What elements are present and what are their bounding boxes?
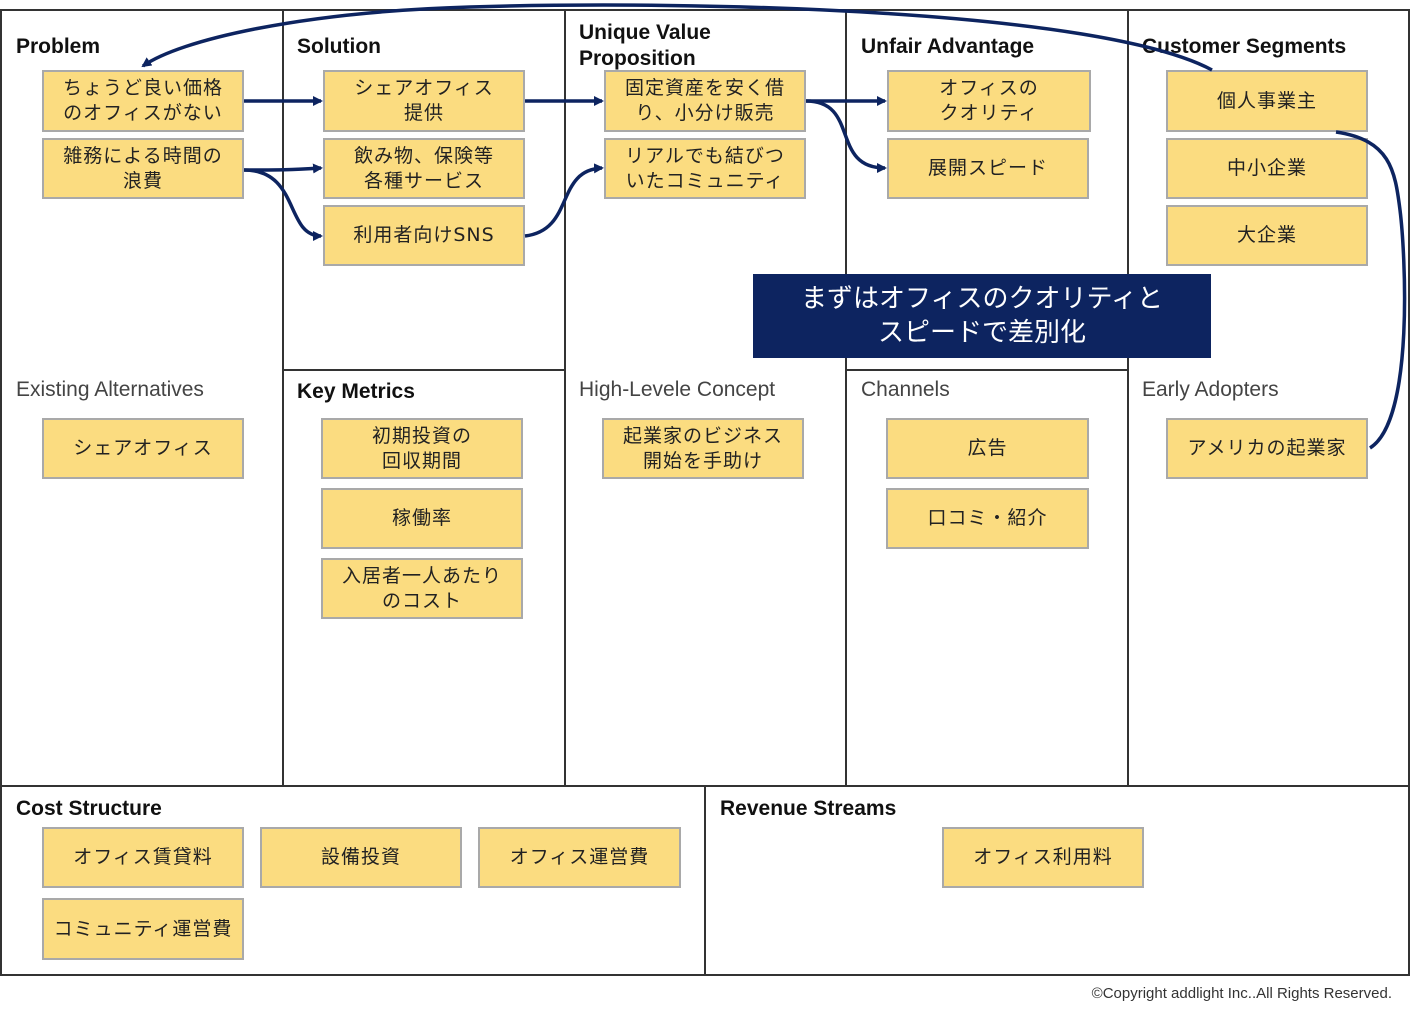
callout-differentiation: まずはオフィスのクオリティと スピードで差別化 xyxy=(753,274,1211,358)
divider-col-1 xyxy=(282,9,284,786)
sticky-note-cost-4: コミュニティ運営費 xyxy=(42,898,244,960)
sticky-note-concept-1: 起業家のビジネス 開始を手助け xyxy=(602,418,804,479)
title-cost-structure: Cost Structure xyxy=(16,797,162,820)
title-problem: Problem xyxy=(16,35,101,58)
sticky-note-channels-2: 口コミ・紹介 xyxy=(886,488,1089,549)
sticky-note-metrics-3: 入居者一人あたり のコスト xyxy=(321,558,523,619)
divider-col-4 xyxy=(1127,9,1129,786)
copyright-text: ©Copyright addlight Inc..All Rights Rese… xyxy=(1091,985,1392,1002)
sticky-note-customer-2: 中小企業 xyxy=(1166,138,1368,199)
sticky-note-problem-1: ちょうど良い価格 のオフィスがない xyxy=(42,70,244,132)
divider-col-3 xyxy=(845,9,847,786)
sticky-note-metrics-2: 稼働率 xyxy=(321,488,523,549)
title-unfair-advantage: Unfair Advantage xyxy=(861,35,1035,58)
divider-unfair-channels xyxy=(845,369,1128,371)
title-high-level-concept: High-Levele Concept xyxy=(579,378,776,401)
sticky-note-uvp-2: リアルでも結びつ いたコミュニティ xyxy=(604,138,806,199)
sticky-note-cost-3: オフィス運営費 xyxy=(478,827,681,888)
sticky-note-channels-1: 広告 xyxy=(886,418,1089,479)
title-customer-segments: Customer Segments xyxy=(1142,35,1347,58)
sticky-note-customer-3: 大企業 xyxy=(1166,205,1368,266)
title-revenue-streams: Revenue Streams xyxy=(720,797,897,820)
divider-cost-revenue xyxy=(704,785,706,975)
outer-border-right xyxy=(1408,9,1410,975)
title-key-metrics: Key Metrics xyxy=(297,380,415,403)
sticky-note-unfair-2: 展開スピード xyxy=(887,138,1089,199)
sticky-note-unfair-1: オフィスの クオリティ xyxy=(887,70,1091,132)
title-early-adopters: Early Adopters xyxy=(1142,378,1279,401)
sticky-note-revenue-1: オフィス利用料 xyxy=(942,827,1144,888)
sticky-note-solution-1: シェアオフィス 提供 xyxy=(323,70,525,132)
sticky-note-cost-2: 設備投資 xyxy=(260,827,462,888)
sticky-note-solution-3: 利用者向けSNS xyxy=(323,205,525,266)
outer-border-left xyxy=(0,9,2,975)
title-uvp-line1: Unique Value xyxy=(579,21,711,44)
sticky-note-cost-1: オフィス賃貸料 xyxy=(42,827,244,888)
outer-border-top xyxy=(0,9,1410,11)
sticky-note-solution-2: 飲み物、保険等 各種サービス xyxy=(323,138,525,199)
sticky-note-customer-1: 個人事業主 xyxy=(1166,70,1368,132)
title-solution: Solution xyxy=(297,35,381,58)
sticky-note-uvp-1: 固定資産を安く借 り、小分け販売 xyxy=(604,70,806,132)
sticky-note-problem-2: 雑務による時間の 浪費 xyxy=(42,138,244,199)
sticky-note-existing-1: シェアオフィス xyxy=(42,418,244,479)
title-uvp-line2: Proposition xyxy=(579,47,696,70)
sticky-note-early-1: アメリカの起業家 xyxy=(1166,418,1368,479)
divider-solution-metrics xyxy=(282,369,565,371)
title-channels: Channels xyxy=(861,378,950,401)
sticky-note-metrics-1: 初期投資の 回収期間 xyxy=(321,418,523,479)
divider-col-2 xyxy=(564,9,566,786)
title-existing-alternatives: Existing Alternatives xyxy=(16,378,204,401)
